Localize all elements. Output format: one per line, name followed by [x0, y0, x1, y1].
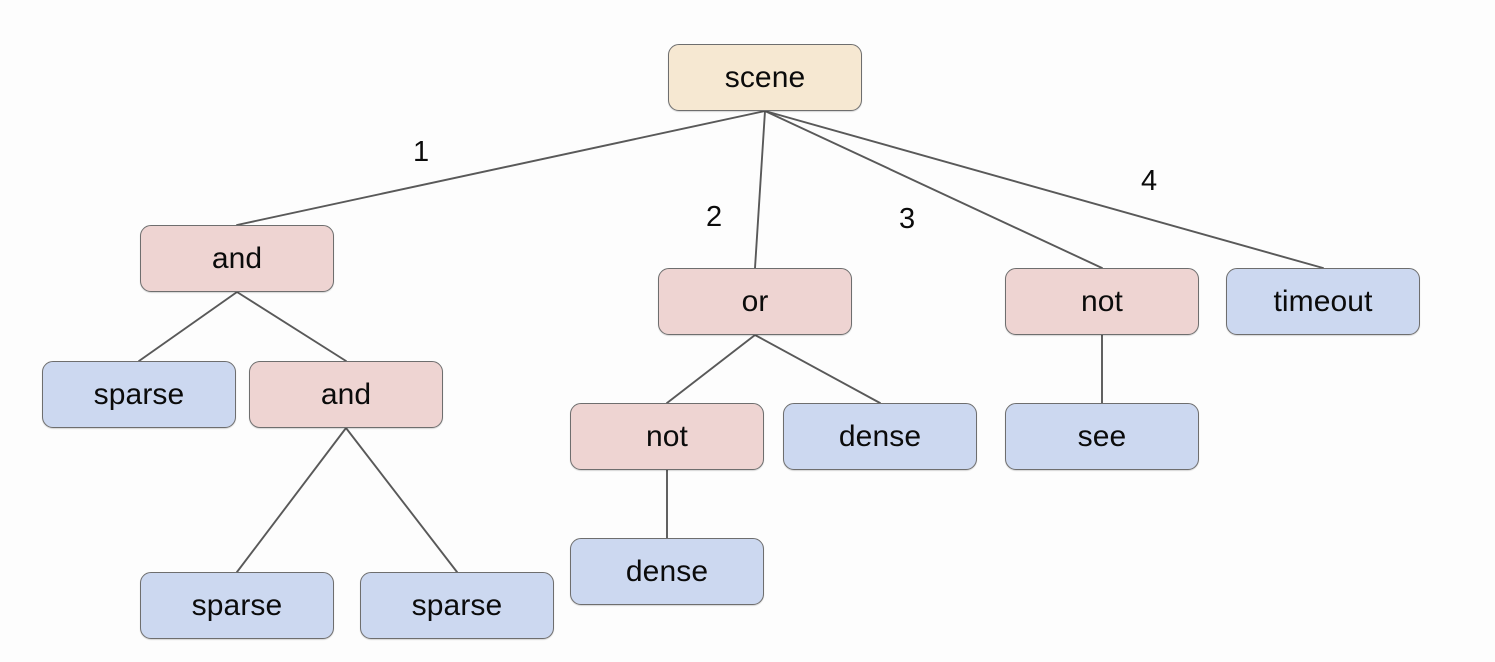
- tree-node-label: dense: [625, 554, 709, 588]
- tree-node-and2[interactable]: and: [249, 361, 443, 428]
- tree-node-label: see: [1077, 419, 1127, 453]
- tree-node-dense1[interactable]: dense: [783, 403, 977, 470]
- tree-node-sparse1[interactable]: sparse: [42, 361, 236, 428]
- tree-node-label: sparse: [411, 588, 503, 622]
- edge-label-1: 1: [413, 136, 430, 168]
- tree-node-or1[interactable]: or: [658, 268, 852, 335]
- tree-node-sparse2[interactable]: sparse: [140, 572, 334, 639]
- tree-edge: [138, 291, 238, 362]
- tree-edge: [236, 291, 347, 362]
- tree-edge: [754, 334, 881, 404]
- edge-label-2: 2: [706, 201, 723, 233]
- edge-label-3: 3: [899, 203, 916, 235]
- tree-node-sparse3[interactable]: sparse: [360, 572, 554, 639]
- tree-node-label: or: [741, 284, 769, 318]
- tree-node-label: not: [645, 419, 688, 453]
- tree-node-label: sparse: [93, 377, 185, 411]
- tree-node-label: timeout: [1273, 284, 1373, 318]
- tree-node-see1[interactable]: see: [1005, 403, 1199, 470]
- tree-edge: [764, 110, 1103, 269]
- tree-node-label: sparse: [191, 588, 283, 622]
- tree-node-dense2[interactable]: dense: [570, 538, 764, 605]
- tree-edge: [666, 334, 756, 404]
- tree-node-not2[interactable]: not: [570, 403, 764, 470]
- tree-node-label: and: [320, 377, 372, 411]
- tree-edge: [764, 110, 1324, 269]
- tree-node-label: and: [211, 241, 263, 275]
- tree-node-not1[interactable]: not: [1005, 268, 1199, 335]
- tree-node-label: scene: [724, 60, 806, 94]
- tree-edge: [236, 110, 766, 226]
- tree-edge: [754, 110, 766, 269]
- tree-node-label: not: [1080, 284, 1123, 318]
- tree-node-scene[interactable]: scene: [668, 44, 862, 111]
- edge-label-4: 4: [1141, 165, 1158, 197]
- tree-node-label: dense: [838, 419, 922, 453]
- tree-edge: [345, 427, 458, 573]
- tree-node-and1[interactable]: and: [140, 225, 334, 292]
- tree-edge: [236, 427, 347, 573]
- tree-node-timeout1[interactable]: timeout: [1226, 268, 1420, 335]
